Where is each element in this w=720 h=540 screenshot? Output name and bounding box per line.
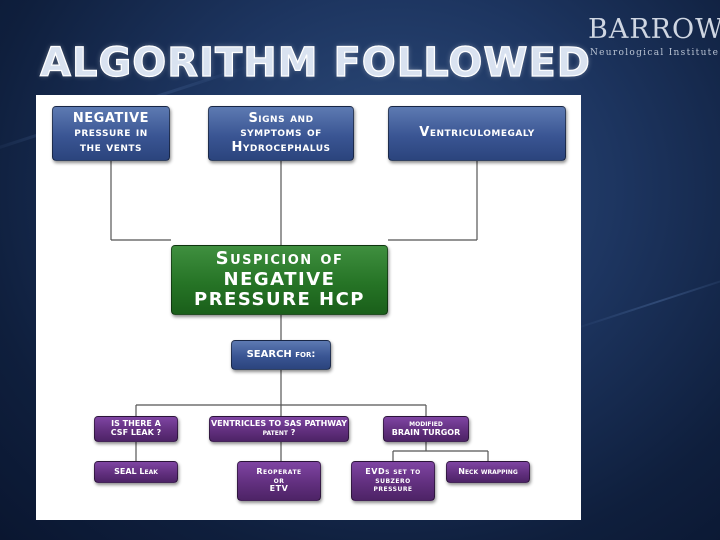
node-text: EVDs set to (365, 466, 421, 476)
node-text: SEARCH for: (246, 349, 316, 361)
node-suspicion-negative-pressure: Suspicion of NEGATIVE PRESSURE HCP (171, 245, 388, 315)
node-text: CSF LEAK ? (110, 428, 162, 437)
node-pathway-patent-question: VENTRICLES TO SAS PATHWAY patent ? (209, 416, 349, 442)
node-hydrocephalus-symptoms: Signs and symptoms of Hydrocephalus (208, 106, 354, 161)
node-text: patent ? (262, 428, 296, 437)
node-text: or (273, 475, 285, 485)
node-negative-pressure: NEGATIVE pressure in the vents (52, 106, 170, 161)
node-text: modified (409, 419, 443, 429)
node-text: pressure (373, 484, 413, 494)
node-text: Hydrocephalus (231, 139, 331, 155)
flowchart-connectors (110, 161, 489, 461)
node-search-for: SEARCH for: (231, 340, 331, 370)
logo-wordmark: BARROW (588, 14, 720, 45)
node-text: IS THERE A (111, 419, 161, 429)
node-text: Neck wrapping (458, 466, 518, 476)
logo-subtitle: Neurological Institute® (590, 48, 720, 58)
node-text: Ventriculomegaly (419, 125, 535, 141)
barrow-logo: BARROW Neurological Institute® (588, 14, 720, 84)
node-text: Signs and (248, 110, 314, 126)
node-text: symptoms of (240, 125, 322, 141)
node-text: NEGATIVE (223, 268, 336, 290)
node-text: NEGATIVE (72, 110, 150, 126)
node-text: subzero (375, 475, 411, 485)
node-reoperate-etv: Reoperate or ETV (237, 461, 321, 501)
node-seal-leak: SEAL Leak (94, 461, 178, 483)
node-csf-leak-question: IS THERE A CSF LEAK ? (94, 416, 178, 442)
background-streak (564, 269, 720, 333)
node-text: ETV (269, 484, 289, 494)
node-text: the vents (79, 139, 143, 155)
node-text: BRAIN TURGOR (391, 428, 461, 437)
node-text: Reoperate (256, 466, 302, 476)
node-text: pressure in (74, 125, 148, 141)
node-evds-subzero: EVDs set to subzero pressure (351, 461, 435, 501)
node-ventriculomegaly: Ventriculomegaly (388, 106, 566, 161)
node-brain-turgor: modified BRAIN TURGOR (383, 416, 469, 442)
node-text: VENTRICLES TO SAS PATHWAY (210, 419, 347, 429)
node-neck-wrapping: Neck wrapping (446, 461, 530, 483)
node-text: Suspicion of (215, 247, 344, 269)
node-text: SEAL Leak (114, 466, 158, 476)
flowchart-panel: NEGATIVE pressure in the vents Signs and… (36, 95, 581, 520)
slide-title: ALGORITHM FOLLOWED (39, 39, 591, 86)
node-text: PRESSURE HCP (194, 289, 365, 311)
